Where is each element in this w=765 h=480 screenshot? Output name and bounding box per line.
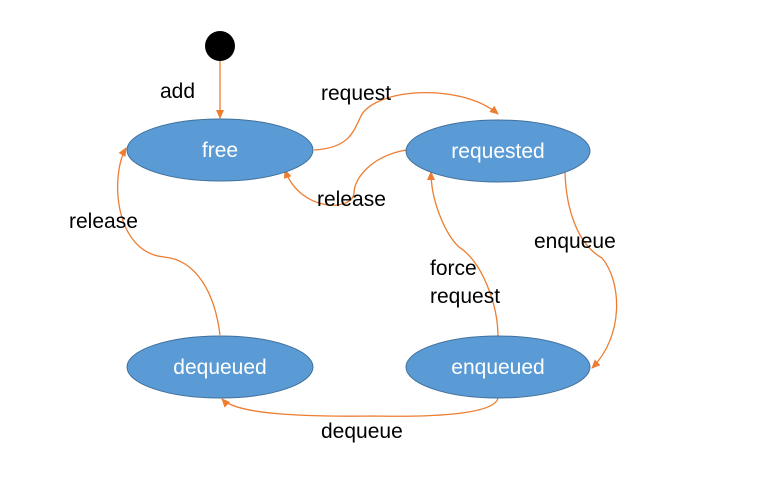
label-release-from-dequeued: release bbox=[69, 210, 138, 233]
label-request: request bbox=[321, 82, 391, 105]
state-requested-shape bbox=[405, 119, 591, 183]
label-add: add bbox=[160, 80, 195, 103]
label-release-from-requested: release bbox=[317, 188, 386, 211]
edge-release-from-requested bbox=[283, 149, 407, 206]
state-free-shape bbox=[126, 118, 314, 182]
label-enqueue: enqueue bbox=[534, 230, 616, 253]
edge-enqueue bbox=[564, 171, 618, 369]
initial-state-dot bbox=[205, 31, 235, 61]
state-enqueued-shape bbox=[405, 335, 591, 399]
state-free-label: free bbox=[202, 139, 238, 162]
state-requested: requested bbox=[405, 119, 591, 183]
edge-dequeue bbox=[221, 397, 499, 417]
label-dequeue: dequeue bbox=[321, 420, 403, 443]
state-enqueued: enqueued bbox=[405, 335, 591, 399]
edge-release-from-dequeued bbox=[117, 147, 221, 336]
edge-force-request bbox=[427, 171, 499, 338]
state-enqueued-label: enqueued bbox=[451, 356, 544, 379]
label-force-request-line1: force bbox=[430, 257, 477, 280]
state-dequeued: dequeued bbox=[126, 335, 314, 399]
state-dequeued-label: dequeued bbox=[173, 356, 266, 379]
state-requested-label: requested bbox=[451, 140, 544, 163]
label-force-request-line2: request bbox=[430, 285, 500, 308]
state-free: free bbox=[126, 118, 314, 182]
state-dequeued-shape bbox=[126, 335, 314, 399]
edge-request bbox=[313, 92, 499, 151]
